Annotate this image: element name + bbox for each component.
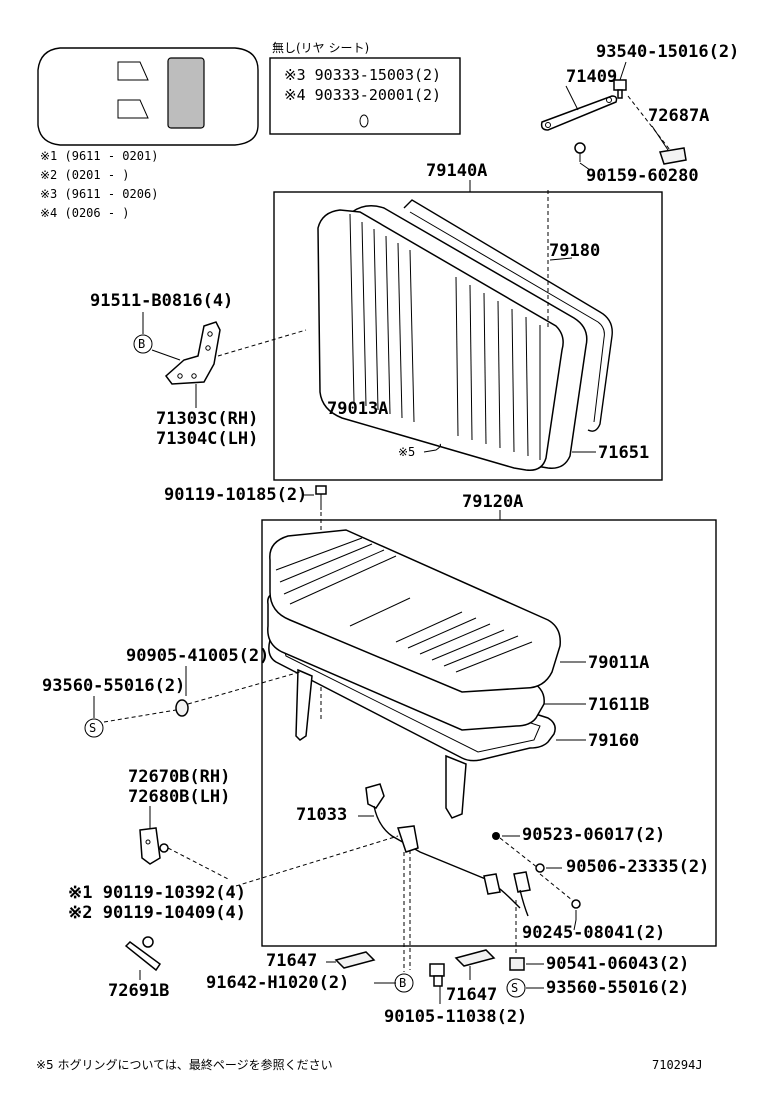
symbol-s-left: S [84,718,104,738]
label-79013a: 79013A [327,399,388,419]
legend-title: 無し(リヤ シート) [272,40,369,55]
label-71409: 71409 [566,67,617,87]
label-91511: 91511-B0816(4) [90,291,233,311]
clip-90905 [103,671,301,723]
label-71033: 71033 [296,805,347,825]
label-71611b: 71611B [588,695,649,715]
screw-90159 [574,142,591,171]
label-71647-b: 71647 [446,985,497,1005]
hinge-bar-71409 [540,85,618,131]
label-90523: 90523-06017(2) [522,825,665,845]
seat-cushion-79011a [267,529,561,819]
svg-text:S: S [89,721,96,735]
svg-text:B: B [399,976,406,990]
symbol-b-bottom: B [394,973,414,993]
svg-text:B: B [138,337,145,351]
footer-note: ※5 ホグリングについては、最終ページを参照ください [36,1057,333,1072]
vehicle-icon [37,47,259,146]
label-79011a: 79011A [588,653,649,673]
label-71304c: 71304C(LH) [156,429,258,449]
label-93560-a: 93560-55016(2) [42,676,185,696]
label-hog-ring-note: ※5 [398,445,415,459]
legend-row-2: ※4 90333-20001(2) [284,86,441,104]
hinge-bracket-71303c [164,321,307,408]
label-90245: 90245-08041(2) [522,923,665,943]
seat-back-79013a [317,190,613,471]
label-71303c: 71303C(RH) [156,409,258,429]
note-3: ※3 (9611 - 0206) [40,187,158,201]
cap-90541 [509,957,544,971]
lock-cable-71033 [365,783,573,972]
legend-box: 無し(リヤ シート) ※3 90333-15003(2) ※4 90333-20… [269,40,461,135]
hinge-72670b [139,827,231,881]
bolt-90245 [571,899,581,931]
strap-72691b [124,936,162,980]
label-72670b: 72670B(RH) [128,767,230,787]
note-4: ※4 (0206 - ) [40,206,130,220]
label-71647-a: 71647 [266,951,317,971]
bracket-72687a [627,95,687,165]
note-2: ※2 (0201 - ) [40,168,130,182]
label-90159: 90159-60280 [586,166,699,186]
label-72687a: 72687A [648,106,709,126]
label-79160: 79160 [588,731,639,751]
label-90119-10185: 90119-10185(2) [164,485,307,505]
symbol-s-bottom: S [506,978,544,998]
label-90506: 90506-23335(2) [566,857,709,877]
label-79140a: 79140A [426,161,487,181]
label-90119-10392: ※1 90119-10392(4) [68,883,246,903]
assembly-box-79140a [273,191,663,481]
diagram-code: 710294J [652,1058,703,1072]
label-90541: 90541-06043(2) [546,954,689,974]
svg-text:S: S [511,981,518,995]
note-1: ※1 (9611 - 0201) [40,149,158,163]
cover-71647-left [326,951,376,969]
label-72680b: 72680B(LH) [128,787,230,807]
nut-90506 [535,863,562,873]
label-72691b: 72691B [108,981,169,1001]
label-79120a: 79120A [462,492,523,512]
label-90905: 90905-41005(2) [126,646,269,666]
legend-row-1: ※3 90333-15003(2) [284,66,441,84]
label-90105: 90105-11038(2) [384,1007,527,1027]
assembly-box-79120a [261,519,717,947]
label-79180: 79180 [549,241,600,261]
bolt-93540 [613,61,627,99]
label-71651: 71651 [598,443,649,463]
label-93540: 93540-15016(2) [596,42,739,62]
symbol-b-left: B [133,334,153,354]
hog-ring-icon [423,443,441,453]
label-91642: 91642-H1020(2) [206,973,349,993]
bolt-90119-10185 [315,485,327,720]
period-notes: ※1 (9611 - 0201) ※2 (0201 - ) ※3 (9611 -… [40,149,158,220]
clip-90523 [492,832,520,840]
cover-71647-right [454,949,496,980]
label-93560-b: 93560-55016(2) [546,978,689,998]
label-90119-10409: ※2 90119-10409(4) [68,903,246,923]
nut-90105 [429,963,445,1004]
